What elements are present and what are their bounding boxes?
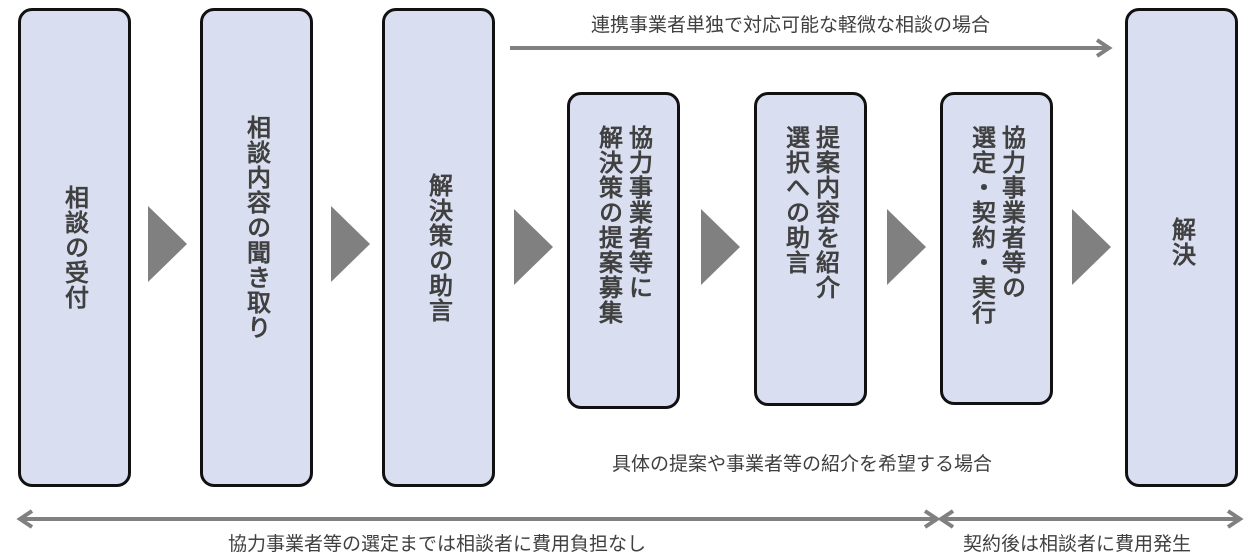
arrow-head-icon <box>1226 509 1244 529</box>
step-advice-label: 解決策の助言 <box>424 172 453 323</box>
step-resolution-label: 解決 <box>1167 217 1196 267</box>
minor-case-label: 連携事業者単独で対応可能な軽微な相談の場合 <box>591 14 991 36</box>
arrow-head-icon <box>923 509 941 529</box>
chevron-right-icon <box>887 209 926 285</box>
chevron-right-icon <box>514 209 553 285</box>
chevron-right-icon <box>1072 209 1111 285</box>
step-reception: 相談の受付 <box>18 8 131 487</box>
step-introduce-label: 提案内容を紹介 選択への助言 <box>781 125 840 300</box>
step-solicit-label: 協力事業者等に 解決策の提案募集 <box>594 125 653 325</box>
arrow-head-icon <box>16 509 34 529</box>
chevron-right-icon <box>701 209 740 285</box>
step-contract-label: 協力事業者等の 選定・契約・実行 <box>967 125 1026 325</box>
step-resolution: 解決 <box>1125 8 1238 487</box>
step-hearing-label: 相談内容の聞き取り <box>242 115 271 340</box>
step-reception-label: 相談の受付 <box>60 185 89 310</box>
step-hearing: 相談内容の聞き取り <box>200 8 313 487</box>
step-solicit: 協力事業者等に 解決策の提案募集 <box>567 92 680 409</box>
chevron-right-icon <box>148 206 187 282</box>
chevron-right-icon <box>331 206 370 282</box>
paid-range-label: 契約後は相談者に費用発生 <box>963 533 1192 555</box>
step-introduce: 提案内容を紹介 選択への助言 <box>754 92 867 406</box>
arrow-head-icon <box>937 509 955 529</box>
step-advice: 解決策の助言 <box>382 8 495 487</box>
proposal-case-label: 具体の提案や事業者等の紹介を希望する場合 <box>612 453 993 475</box>
arrow-head-icon <box>1095 38 1113 58</box>
free-range-label: 協力事業者等の選定までは相談者に費用負担なし <box>228 533 647 555</box>
step-contract: 協力事業者等の 選定・契約・実行 <box>940 92 1053 405</box>
